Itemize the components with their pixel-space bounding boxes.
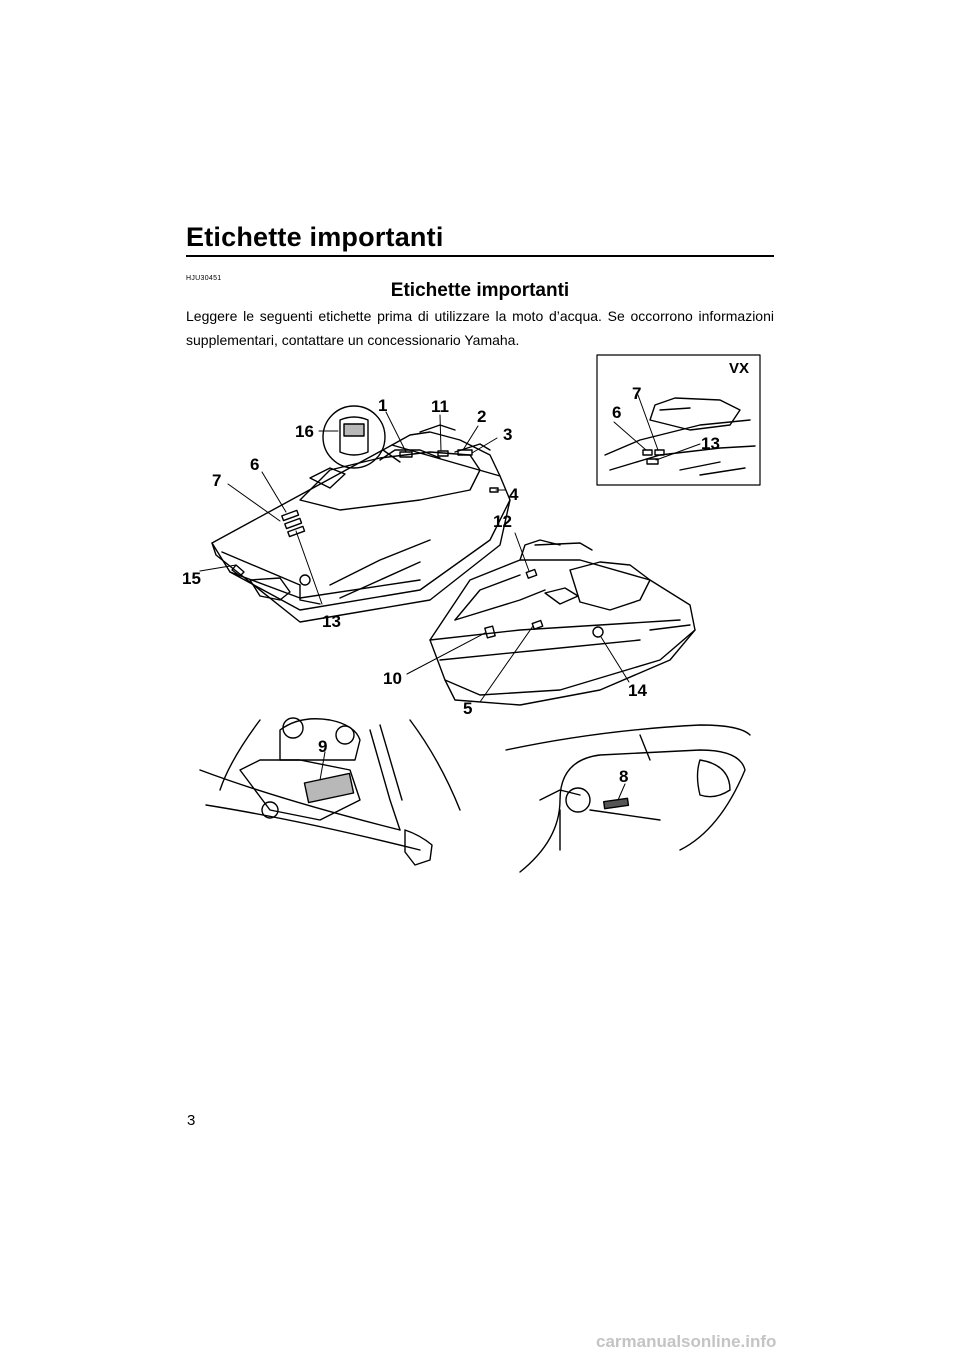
callout-5: 5 (463, 699, 472, 718)
intro-paragraph: Leggere le seguenti etichette prima di u… (186, 308, 774, 348)
vx-callout-6: 6 (612, 403, 621, 422)
vx-callout-13: 13 (701, 434, 720, 453)
callout-15: 15 (182, 569, 201, 588)
callout-10: 10 (383, 669, 402, 688)
engine-bay-left (199, 717, 461, 866)
vx-inset (596, 354, 761, 486)
vx-callout-7: 7 (632, 384, 641, 403)
section-title: Etichette importanti (390, 280, 570, 301)
section-code: HJU30451 (186, 275, 222, 282)
engine-bay-right (505, 724, 751, 873)
callout-6: 6 (250, 455, 259, 474)
callout-11: 11 (431, 397, 449, 416)
callout-16: 16 (295, 422, 314, 441)
callout-7: 7 (212, 471, 221, 490)
leader-lines-main (199, 411, 507, 605)
callout-8: 8 (619, 767, 628, 786)
callout-numbers-vx: VX 7 6 13 (612, 360, 749, 453)
callout-9: 9 (318, 737, 327, 756)
callout-4: 4 (509, 485, 519, 504)
callout-13: 13 (322, 612, 341, 631)
vx-inset-label: VX (729, 360, 749, 377)
callout-2: 2 (477, 407, 486, 426)
header-rule (186, 255, 774, 257)
callout-numbers-main: 1 11 2 3 16 6 7 4 15 13 (182, 396, 519, 631)
callout-3: 3 (503, 425, 512, 444)
site-watermark: carmanualsonline.info (596, 1332, 777, 1351)
callout-numbers-engine: 9 8 (318, 737, 628, 786)
callout-numbers-front: 12 10 5 14 (383, 512, 647, 718)
page-header-title: Etichette importanti (186, 222, 444, 252)
callout-14: 14 (628, 681, 647, 700)
page-number: 3 (187, 1112, 196, 1129)
callout-1: 1 (378, 396, 387, 415)
watercraft-front-view (429, 539, 696, 706)
leader-lines-front (406, 532, 630, 703)
callout-12: 12 (493, 512, 512, 531)
watercraft-rear-view (211, 424, 511, 623)
magnifier-detail (322, 405, 401, 469)
